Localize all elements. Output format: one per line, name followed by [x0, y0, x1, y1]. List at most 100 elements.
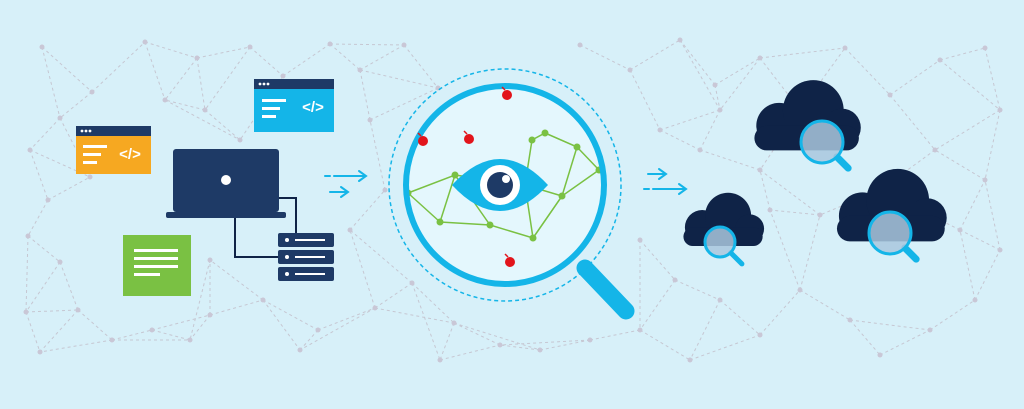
network-node	[207, 257, 213, 263]
network-node	[315, 327, 321, 333]
network-line	[111, 329, 153, 341]
network-node	[757, 55, 763, 61]
network-line	[369, 87, 439, 121]
network-node	[280, 73, 286, 79]
network-line	[374, 282, 413, 309]
network-line	[674, 279, 721, 301]
network-node	[982, 177, 988, 183]
network-line	[359, 69, 439, 89]
network-node	[637, 327, 643, 333]
network-line	[41, 46, 61, 119]
network-line	[934, 149, 986, 181]
network-node	[327, 41, 333, 47]
network-node	[717, 107, 723, 113]
network-line	[29, 149, 49, 201]
network-line	[689, 334, 761, 361]
network-node	[372, 305, 378, 311]
network-node	[57, 115, 63, 121]
network-line	[759, 289, 801, 336]
network-node	[347, 227, 353, 233]
network-line	[25, 311, 41, 353]
threat-dot	[504, 253, 515, 267]
network-node	[657, 127, 663, 133]
network-line	[629, 39, 681, 71]
network-line	[299, 329, 319, 351]
network-line	[679, 39, 721, 111]
network-line	[759, 169, 821, 216]
network-line	[539, 339, 591, 351]
network-node	[357, 67, 363, 73]
network-node	[717, 297, 723, 303]
network-line	[411, 282, 441, 361]
network-node	[409, 280, 415, 286]
code-window-orange: </>	[76, 126, 151, 174]
network-node	[957, 227, 963, 233]
laptop-icon	[166, 149, 286, 218]
network-line	[659, 109, 721, 131]
network-line	[934, 109, 1001, 151]
network-line	[262, 299, 301, 351]
network-line	[25, 235, 29, 313]
network-line	[189, 314, 211, 341]
network-node	[587, 337, 593, 343]
network-node	[972, 297, 978, 303]
code-window-blue: </>	[254, 79, 334, 132]
network-line	[349, 229, 376, 309]
network-node	[109, 337, 115, 343]
network-node	[537, 347, 543, 353]
code-symbol: </>	[302, 99, 324, 116]
network-line	[411, 282, 455, 324]
network-line	[759, 169, 771, 211]
cloud-search-icon-top	[754, 80, 861, 172]
network-line	[329, 43, 405, 46]
network-node	[697, 147, 703, 153]
network-node	[247, 44, 253, 50]
network-line	[59, 91, 93, 119]
network-node	[401, 42, 407, 48]
network-line	[719, 57, 761, 111]
network-node	[627, 67, 633, 73]
network-node	[997, 247, 1003, 253]
network-node	[194, 55, 200, 61]
network-line	[359, 69, 371, 121]
network-node	[57, 259, 63, 265]
network-node	[842, 45, 848, 51]
network-node	[187, 337, 193, 343]
network-node	[677, 37, 683, 43]
network-node	[89, 89, 95, 95]
network-line	[164, 99, 206, 111]
network-line	[799, 289, 851, 321]
network-node	[207, 312, 213, 318]
network-node	[451, 320, 457, 326]
network-line	[959, 229, 1001, 251]
network-line	[639, 279, 676, 331]
network-node	[712, 82, 718, 88]
network-node	[797, 287, 803, 293]
network-line	[629, 69, 661, 131]
network-line	[769, 209, 821, 216]
network-line	[889, 59, 941, 96]
network-node	[237, 137, 243, 143]
network-line	[439, 322, 455, 361]
network-line	[151, 329, 191, 341]
server-stack-icon	[278, 233, 334, 281]
network-line	[759, 47, 846, 59]
network-line	[47, 176, 91, 201]
network-node	[297, 347, 303, 353]
network-node	[687, 357, 693, 363]
network-node	[817, 212, 823, 218]
network-line	[144, 41, 166, 101]
arrow-right	[643, 168, 688, 195]
network-node	[927, 327, 933, 333]
network-node	[877, 352, 883, 358]
lens-network	[406, 129, 603, 242]
network-line	[499, 344, 541, 351]
network-node	[497, 342, 503, 348]
cloud-search-icon-right	[836, 168, 947, 263]
network-node	[997, 107, 1003, 113]
network-line	[984, 47, 1001, 111]
network-line	[589, 329, 641, 341]
network-node	[767, 207, 773, 213]
